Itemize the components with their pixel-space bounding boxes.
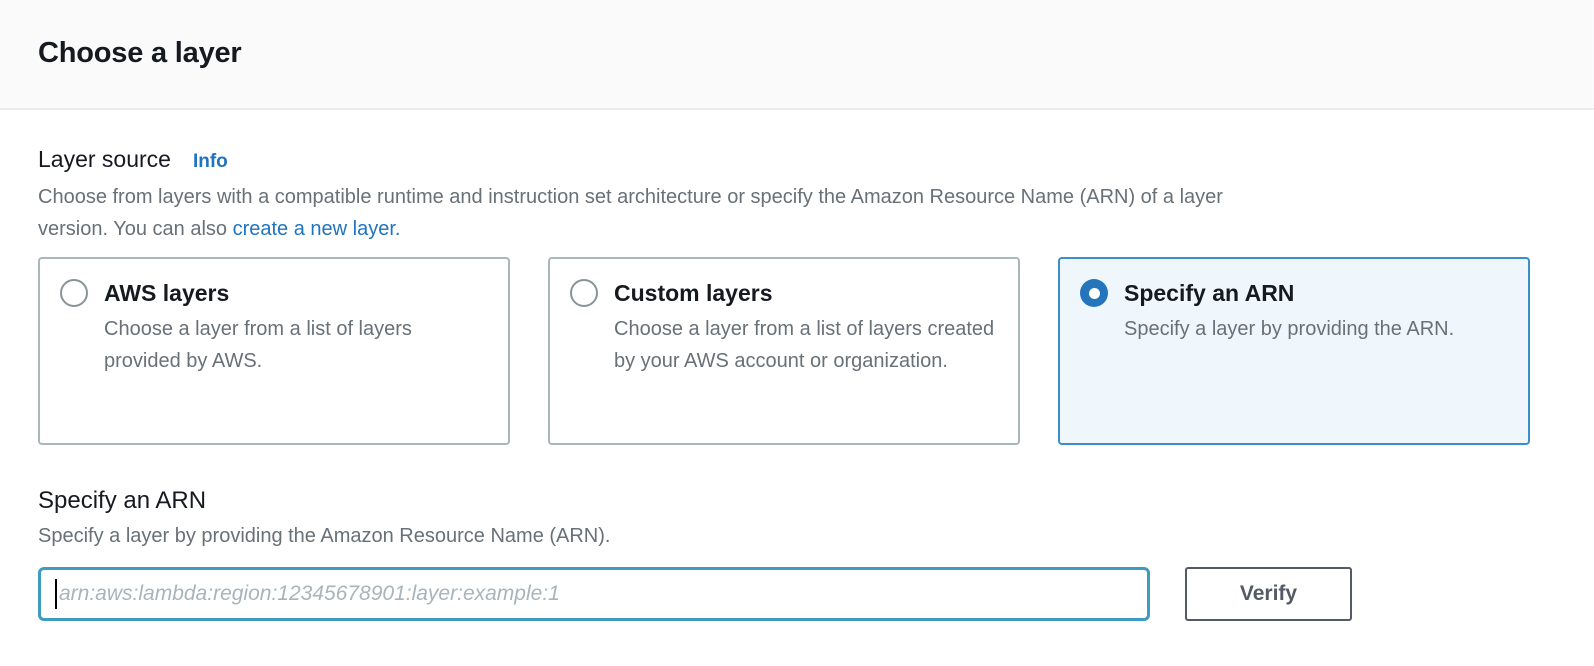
card-custom-layers-description: Choose a layer from a list of layers cre… bbox=[614, 318, 995, 372]
card-specify-arn-description: Specify a layer by providing the ARN. bbox=[1124, 318, 1455, 340]
specify-arn-row: Verify bbox=[38, 567, 1556, 621]
create-new-layer-link[interactable]: create a new layer. bbox=[232, 218, 401, 240]
radio-specify-arn[interactable] bbox=[1080, 279, 1108, 307]
layer-source-description: Choose from layers with a compatible run… bbox=[38, 181, 1556, 245]
card-custom-layers-title: Custom layers bbox=[614, 279, 773, 306]
info-link[interactable]: Info bbox=[192, 151, 228, 172]
page-title: Choose a layer bbox=[38, 37, 242, 69]
panel-body: Layer source Info Choose from layers wit… bbox=[0, 110, 1594, 621]
specify-arn-label: Specify an ARN bbox=[38, 487, 207, 514]
card-specify-arn-header: Specify an ARN bbox=[1080, 279, 1508, 307]
card-aws-layers-title: AWS layers bbox=[104, 279, 230, 306]
layer-source-label: Layer source bbox=[38, 146, 171, 172]
text-caret bbox=[55, 579, 57, 609]
radio-aws-layers[interactable] bbox=[60, 279, 88, 307]
verify-button[interactable]: Verify bbox=[1185, 567, 1352, 621]
panel-header: Choose a layer bbox=[0, 0, 1594, 110]
layer-source-label-row: Layer source Info bbox=[38, 146, 1556, 173]
card-custom-layers[interactable]: Custom layers Choose a layer from a list… bbox=[548, 257, 1020, 445]
card-custom-layers-header: Custom layers bbox=[570, 279, 998, 307]
card-specify-arn[interactable]: Specify an ARN Specify a layer by provid… bbox=[1058, 257, 1530, 445]
card-aws-layers-description: Choose a layer from a list of layers pro… bbox=[104, 318, 412, 372]
card-aws-layers[interactable]: AWS layers Choose a layer from a list of… bbox=[38, 257, 510, 445]
card-aws-layers-header: AWS layers bbox=[60, 279, 488, 307]
specify-arn-description: Specify a layer by providing the Amazon … bbox=[38, 525, 611, 547]
radio-custom-layers[interactable] bbox=[570, 279, 598, 307]
layer-source-section: Layer source Info Choose from layers wit… bbox=[38, 146, 1556, 445]
arn-input-wrapper bbox=[38, 567, 1150, 621]
card-specify-arn-title: Specify an ARN bbox=[1124, 279, 1295, 306]
arn-input[interactable] bbox=[38, 567, 1150, 621]
layer-source-description-line1: Choose from layers with a compatible run… bbox=[38, 186, 1223, 208]
layer-source-cards: AWS layers Choose a layer from a list of… bbox=[38, 257, 1556, 445]
layer-source-description-line2: version. You can also bbox=[38, 218, 233, 240]
specify-arn-section: Specify an ARN Specify a layer by provid… bbox=[38, 487, 1556, 621]
